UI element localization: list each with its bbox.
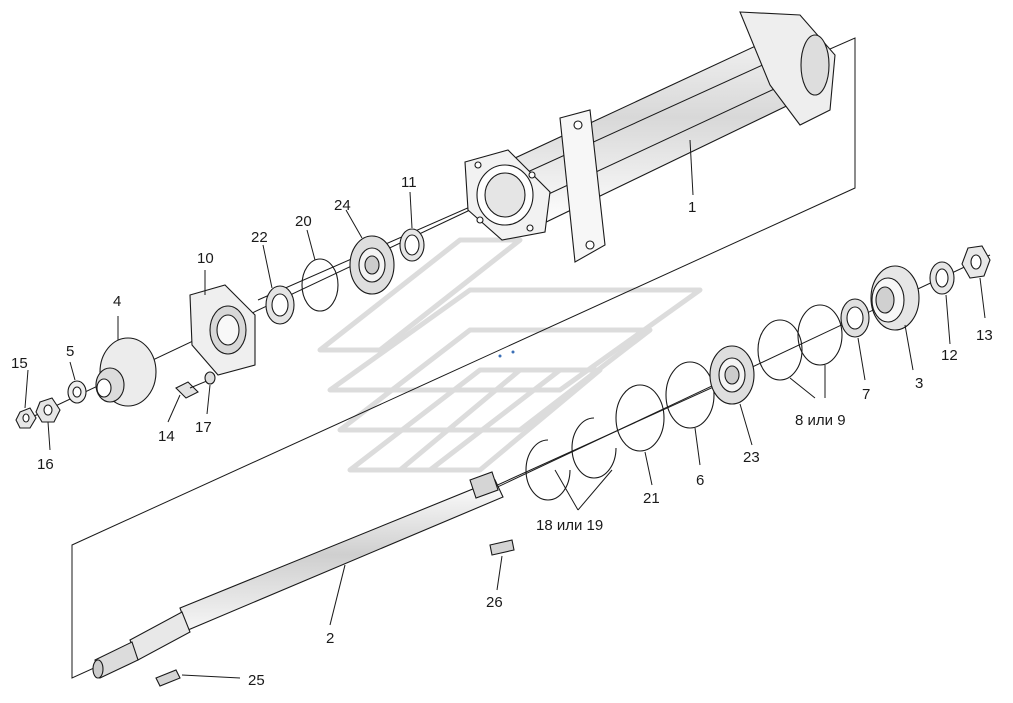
center-mark bbox=[498, 350, 515, 358]
part-26-key bbox=[489, 539, 515, 556]
callout-15: 15 bbox=[11, 355, 28, 372]
callout-3: 3 bbox=[915, 375, 923, 392]
callout-21: 21 bbox=[643, 490, 660, 507]
part-23-bearing bbox=[709, 345, 755, 405]
callout-20: 20 bbox=[295, 213, 312, 230]
callout-24: 24 bbox=[334, 197, 351, 214]
part-13-nut bbox=[961, 245, 991, 279]
part-22-seal bbox=[265, 285, 295, 325]
callout-17: 17 bbox=[195, 419, 212, 436]
callout-26: 26 bbox=[486, 594, 503, 611]
callout-11: 11 bbox=[401, 174, 417, 191]
part-3-cup bbox=[870, 265, 920, 331]
callout-6: 6 bbox=[696, 472, 704, 489]
callout-4: 4 bbox=[113, 293, 121, 310]
part-7-washer bbox=[840, 298, 870, 338]
callout-16: 16 bbox=[37, 456, 54, 473]
part-25-key bbox=[155, 669, 181, 687]
leader-lines bbox=[24, 139, 986, 679]
part-20-oring bbox=[301, 258, 339, 312]
watermark-logo bbox=[317, 237, 703, 473]
part-24-bearing bbox=[349, 235, 395, 295]
callout-25: 25 bbox=[248, 672, 265, 689]
callout-labels: 1 2 3 4 5 6 7 8 или 9 10 11 12 13 14 15 … bbox=[11, 174, 993, 689]
callout-2: 2 bbox=[326, 630, 334, 647]
part-12-sleeve bbox=[929, 261, 955, 295]
callout-14: 14 bbox=[158, 428, 175, 445]
callout-10: 10 bbox=[197, 250, 214, 267]
callout-7: 7 bbox=[862, 386, 870, 403]
callout-8-or-9: 8 или 9 bbox=[795, 412, 846, 429]
callout-18-or-19: 18 или 19 bbox=[536, 517, 603, 534]
part-15-nut bbox=[15, 407, 37, 429]
callout-5: 5 bbox=[66, 343, 74, 360]
part-11-sleeve bbox=[399, 228, 425, 262]
part-1-housing-tube bbox=[464, 11, 836, 263]
callout-23: 23 bbox=[743, 449, 760, 466]
part-5-washer bbox=[67, 380, 87, 404]
axis-lines bbox=[29, 209, 991, 501]
part-18-19-snap-rings bbox=[525, 417, 617, 501]
callout-12: 12 bbox=[941, 347, 958, 364]
part-8-9-orings bbox=[757, 304, 843, 381]
part-16-nut bbox=[35, 397, 61, 423]
part-6-ring bbox=[665, 361, 715, 429]
callout-13: 13 bbox=[976, 327, 993, 344]
part-2-shaft bbox=[92, 471, 504, 679]
part-17-lock-washer bbox=[204, 371, 216, 385]
callout-22: 22 bbox=[251, 229, 268, 246]
callout-1: 1 bbox=[688, 199, 696, 216]
part-10-bearing-cap bbox=[189, 284, 256, 376]
part-21-ring bbox=[615, 384, 665, 452]
part-4-hub-flange bbox=[95, 337, 157, 407]
